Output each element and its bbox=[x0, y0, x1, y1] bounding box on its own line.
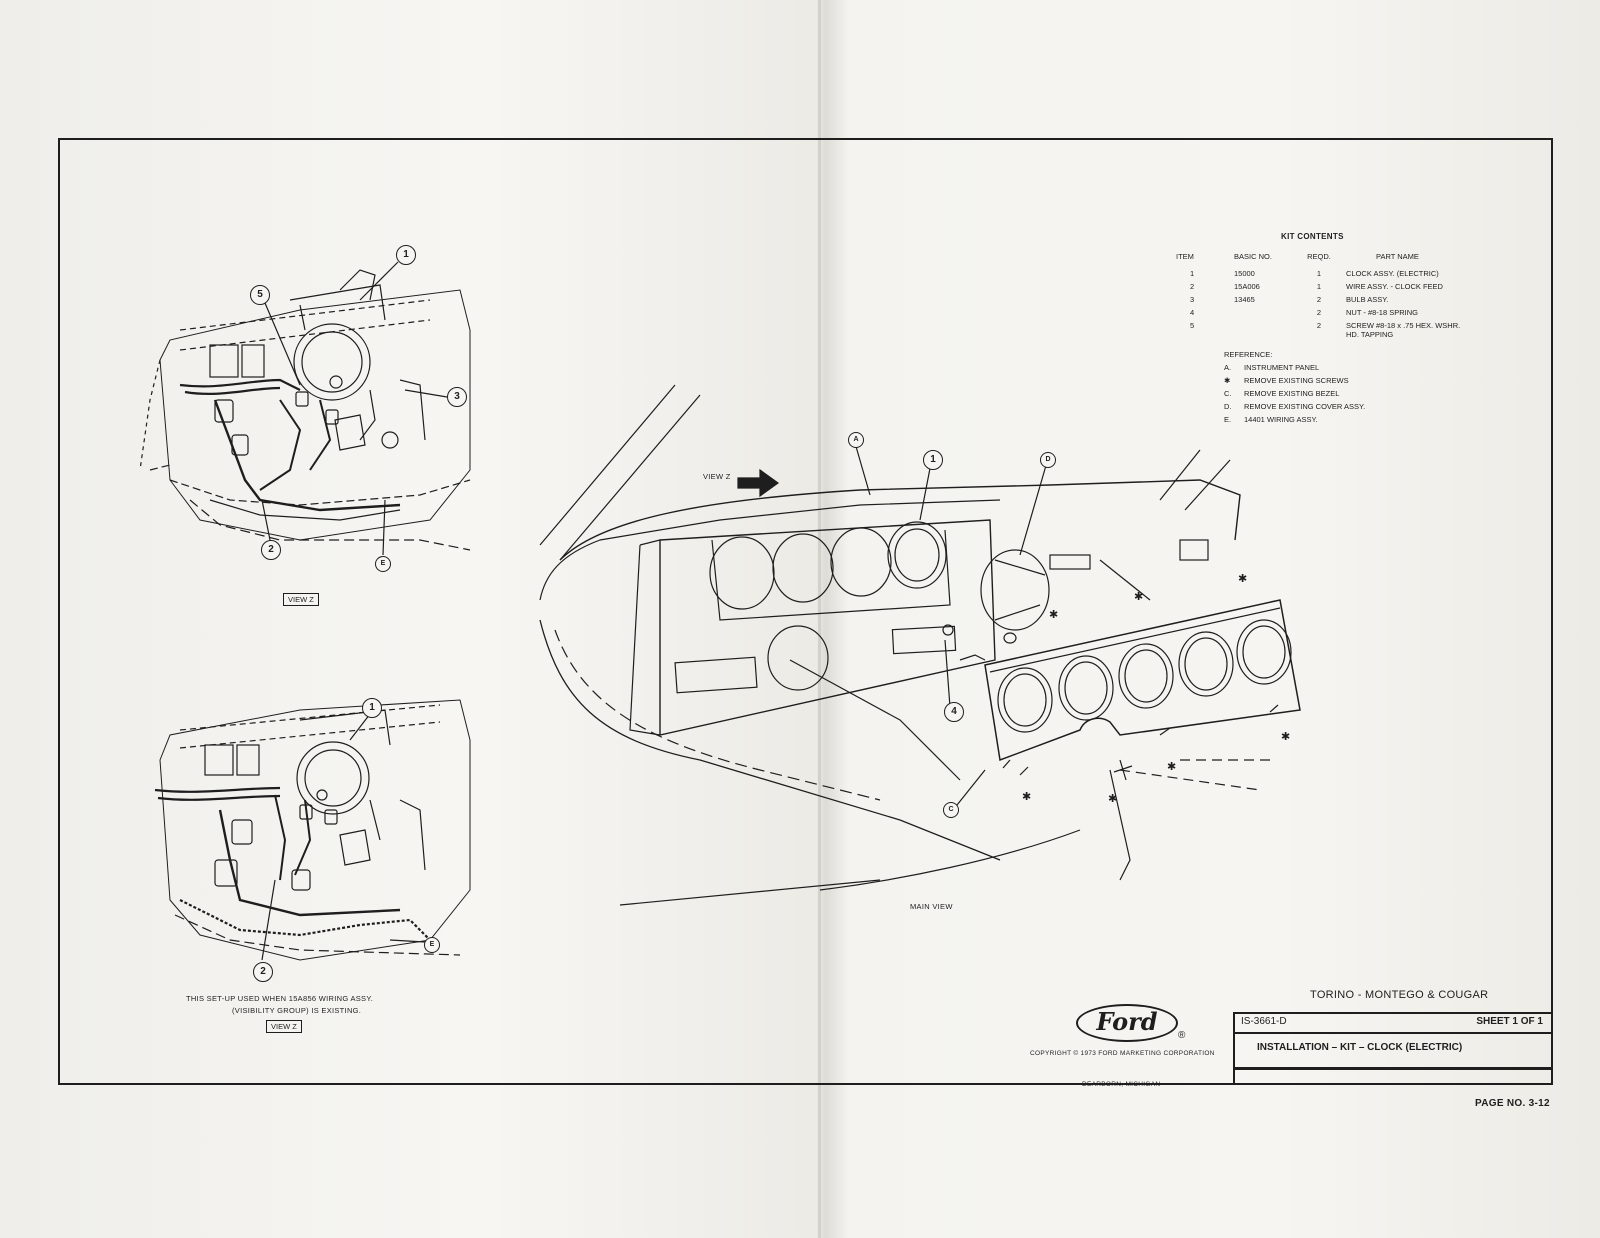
kit-item: 5 bbox=[1190, 321, 1195, 330]
view-z-bottom-illustration bbox=[154, 699, 471, 961]
ford-logo: Ford bbox=[1076, 1004, 1178, 1042]
vehicle-models: TORINO - MONTEGO & COUGAR bbox=[1310, 989, 1489, 1001]
callout-2-top: 2 bbox=[261, 540, 281, 560]
kit-part-name: CLOCK ASSY. (ELECTRIC) bbox=[1346, 269, 1439, 278]
reference-text: REMOVE EXISTING SCREWS bbox=[1244, 376, 1349, 385]
reference-key: C. bbox=[1224, 389, 1232, 398]
table-row: 4 2 NUT - #8-18 SPRING bbox=[1176, 306, 1504, 319]
main-view-illustration bbox=[539, 384, 1301, 906]
list-item: C. REMOVE EXISTING BEZEL bbox=[1224, 389, 1365, 398]
callout-a: A bbox=[848, 432, 864, 448]
list-item: E. 14401 WIRING ASSY. bbox=[1224, 415, 1365, 424]
callout-e-bottom: E bbox=[424, 937, 440, 953]
callout-5: 5 bbox=[250, 285, 270, 305]
star-marker: ✱ bbox=[1049, 609, 1059, 621]
list-item: ✱ REMOVE EXISTING SCREWS bbox=[1224, 376, 1365, 385]
view-z-label-bottom: VIEW Z bbox=[266, 1020, 302, 1033]
callout-1-bottom: 1 bbox=[362, 698, 382, 718]
kit-reqd: 2 bbox=[1316, 295, 1322, 304]
view-z-label-top: VIEW Z bbox=[283, 593, 319, 606]
kit-header-item: ITEM bbox=[1176, 252, 1194, 261]
kit-basic-no bbox=[1234, 319, 1300, 341]
kit-reqd: 1 bbox=[1316, 282, 1322, 291]
star-marker: ✱ bbox=[1022, 791, 1032, 803]
title-block: IS-3661-D SHEET 1 OF 1 INSTALLATION – KI… bbox=[1233, 1012, 1551, 1085]
table-row: 1 15000 1 CLOCK ASSY. (ELECTRIC) bbox=[1176, 267, 1504, 280]
kit-part-name: WIRE ASSY. - CLOCK FEED bbox=[1346, 282, 1443, 291]
view-z-arrow-label: VIEW Z bbox=[703, 472, 731, 481]
kit-item: 1 bbox=[1190, 269, 1195, 278]
page-number: PAGE NO. 3-12 bbox=[1475, 1098, 1550, 1109]
kit-part-name: SCREW #8-18 x .75 HEX. WSHR. HD. TAPPING bbox=[1346, 321, 1461, 339]
star-marker: ✱ bbox=[1108, 793, 1118, 805]
table-row: 2 15A006 1 WIRE ASSY. - CLOCK FEED bbox=[1176, 280, 1504, 293]
kit-item: 3 bbox=[1190, 295, 1195, 304]
kit-item: 4 bbox=[1190, 308, 1195, 317]
kit-part-name: BULB ASSY. bbox=[1346, 295, 1389, 304]
reference-key: ✱ bbox=[1224, 376, 1231, 385]
reference-key: E. bbox=[1224, 415, 1232, 424]
list-item: D. REMOVE EXISTING COVER ASSY. bbox=[1224, 402, 1365, 411]
callout-1-main: 1 bbox=[923, 450, 943, 470]
setup-note-line2: (VISIBILITY GROUP) IS EXISTING. bbox=[232, 1006, 362, 1015]
reference-text: INSTRUMENT PANEL bbox=[1244, 363, 1320, 372]
kit-header-part-name: PART NAME bbox=[1376, 252, 1419, 261]
kit-header-reqd: REQD. bbox=[1307, 252, 1331, 261]
reference-key: D. bbox=[1224, 402, 1232, 411]
reference-list: REFERENCE: A. INSTRUMENT PANEL ✱ REMOVE EX… bbox=[1224, 350, 1365, 428]
reference-text: REMOVE EXISTING COVER ASSY. bbox=[1244, 402, 1366, 411]
sheet-number: SHEET 1 OF 1 bbox=[1476, 1016, 1543, 1027]
drawing-number: IS-3661-D bbox=[1241, 1016, 1287, 1027]
kit-basic-no: 15A006 bbox=[1234, 282, 1260, 291]
kit-header-row: ITEM BASIC NO. REQD. PART NAME bbox=[1176, 252, 1504, 267]
kit-reqd: 2 bbox=[1316, 321, 1322, 330]
callout-2-bottom: 2 bbox=[253, 962, 273, 982]
copyright-line: COPYRIGHT © 1973 FORD MARKETING CORPORAT… bbox=[1030, 1050, 1215, 1057]
view-z-top-illustration bbox=[139, 261, 471, 556]
kit-reqd: 1 bbox=[1316, 269, 1322, 278]
kit-contents-table: ITEM BASIC NO. REQD. PART NAME 1 15000 1… bbox=[1176, 252, 1504, 341]
callout-e-top: E bbox=[375, 556, 391, 572]
kit-item: 2 bbox=[1190, 282, 1195, 291]
main-view-label: MAIN VIEW bbox=[910, 902, 953, 911]
table-row: 5 2 SCREW #8-18 x .75 HEX. WSHR. HD. TAP… bbox=[1176, 319, 1504, 341]
paper-fold bbox=[818, 0, 821, 1238]
drawing-title: INSTALLATION – KIT – CLOCK (ELECTRIC) bbox=[1257, 1042, 1463, 1053]
list-item: A. INSTRUMENT PANEL bbox=[1224, 363, 1365, 372]
callout-3: 3 bbox=[447, 387, 467, 407]
callout-c: C bbox=[943, 802, 959, 818]
reference-text: 14401 WIRING ASSY. bbox=[1244, 415, 1318, 424]
reference-title: REFERENCE: bbox=[1224, 350, 1273, 359]
kit-basic-no bbox=[1234, 306, 1300, 319]
star-marker: ✱ bbox=[1238, 573, 1248, 585]
location-line: DEARBORN, MICHIGAN bbox=[1082, 1081, 1161, 1088]
title-block-row: IS-3661-D SHEET 1 OF 1 bbox=[1235, 1014, 1551, 1034]
star-marker: ✱ bbox=[1167, 761, 1177, 773]
table-row: 3 13465 2 BULB ASSY. bbox=[1176, 293, 1504, 306]
star-marker: ✱ bbox=[1281, 731, 1291, 743]
title-block-row: INSTALLATION – KIT – CLOCK (ELECTRIC) bbox=[1235, 1032, 1551, 1070]
kit-basic-no: 13465 bbox=[1234, 295, 1255, 304]
registered-mark: ® bbox=[1178, 1030, 1186, 1041]
kit-reqd: 2 bbox=[1316, 308, 1322, 317]
setup-note-line1: THIS SET-UP USED WHEN 15A856 WIRING ASSY… bbox=[186, 994, 374, 1003]
callout-d: D bbox=[1040, 452, 1056, 468]
star-marker: ✱ bbox=[1134, 591, 1144, 603]
kit-basic-no: 15000 bbox=[1234, 269, 1255, 278]
callout-4: 4 bbox=[944, 702, 964, 722]
kit-part-name: NUT - #8-18 SPRING bbox=[1346, 308, 1418, 317]
reference-key: A. bbox=[1224, 363, 1232, 372]
drawing-frame bbox=[58, 138, 1553, 1085]
callout-1-top: 1 bbox=[396, 245, 416, 265]
kit-contents-title: KIT CONTENTS bbox=[1281, 232, 1344, 241]
kit-header-basic-no: BASIC NO. bbox=[1234, 252, 1272, 261]
reference-text: REMOVE EXISTING BEZEL bbox=[1244, 389, 1340, 398]
